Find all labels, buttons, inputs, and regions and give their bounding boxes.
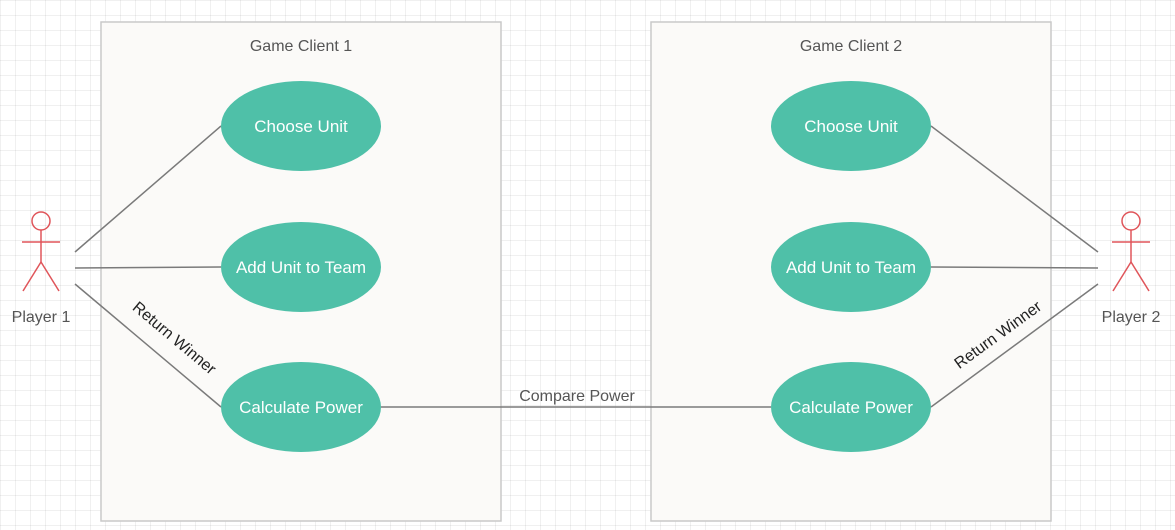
game-client-1-title: Game Client 1 [250, 38, 352, 55]
compare-power-label: Compare Power [519, 388, 635, 405]
use-case-calculate-power-1[interactable]: Calculate Power [221, 362, 381, 452]
p1-calc-power-link [74, 283, 222, 408]
stick-figure-icon [1112, 211, 1150, 292]
actor-player-2[interactable]: Player 2 [1102, 211, 1161, 326]
actor-label-player-1: Player 1 [12, 309, 71, 326]
p1-choose-unit-link [74, 125, 222, 253]
actor-player-1[interactable]: Player 1 [12, 211, 71, 326]
use-case-choose-unit-2[interactable]: Choose Unit [771, 81, 931, 171]
use-case-label: Add Unit to Team [236, 258, 366, 277]
p1-add-unit-link [74, 266, 222, 269]
use-case-label: Calculate Power [239, 398, 363, 417]
p2-add-unit-link [930, 266, 1099, 269]
use-case-label: Calculate Power [789, 398, 913, 417]
use-case-calculate-power-2[interactable]: Calculate Power [771, 362, 931, 452]
use-case-add-unit-2[interactable]: Add Unit to Team [771, 222, 931, 312]
stick-figure-icon [22, 211, 60, 292]
use-case-label: Choose Unit [804, 117, 898, 136]
use-case-label: Choose Unit [254, 117, 348, 136]
p2-choose-unit-link [930, 125, 1099, 253]
actor-label-player-2: Player 2 [1102, 309, 1161, 326]
p2-calc-power-link [930, 283, 1099, 408]
use-case-add-unit-1[interactable]: Add Unit to Team [221, 222, 381, 312]
game-client-2-title: Game Client 2 [800, 38, 902, 55]
use-case-label: Add Unit to Team [786, 258, 916, 277]
use-case-choose-unit-1[interactable]: Choose Unit [221, 81, 381, 171]
